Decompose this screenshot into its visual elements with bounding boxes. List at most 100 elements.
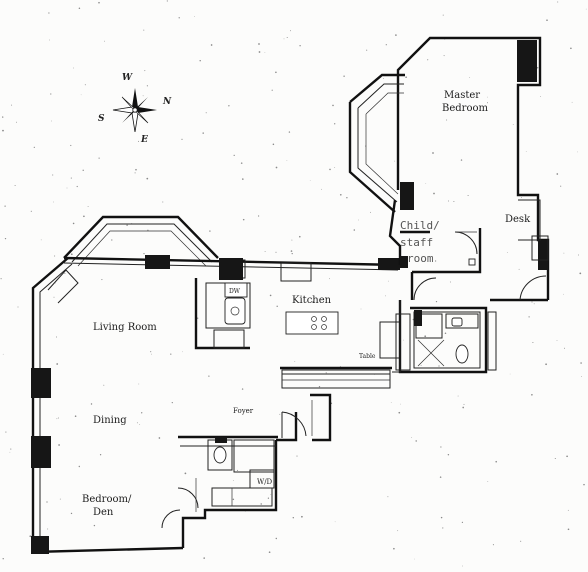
child-staff-room-label-line1: Child/ xyxy=(400,219,440,232)
speckle xyxy=(403,339,404,341)
speckle xyxy=(236,469,239,471)
speckle xyxy=(136,422,138,424)
speckle xyxy=(290,30,291,32)
speckle xyxy=(5,431,7,433)
speckle xyxy=(286,160,288,161)
speckle xyxy=(70,177,72,179)
speckle xyxy=(512,124,514,125)
speckle xyxy=(202,132,204,134)
speckle xyxy=(567,528,570,531)
speckle xyxy=(346,197,348,199)
speckle xyxy=(443,55,445,57)
speckle xyxy=(166,0,168,2)
speckle xyxy=(294,361,296,362)
speckle xyxy=(170,353,172,355)
speckle xyxy=(144,70,146,72)
speckle xyxy=(271,89,273,91)
speckle xyxy=(328,278,330,280)
desk-label: Desk xyxy=(505,214,531,225)
speckle xyxy=(564,347,565,349)
speckle xyxy=(461,521,464,524)
speckle xyxy=(329,168,331,171)
speckle xyxy=(54,255,56,257)
speckle xyxy=(557,1,559,3)
speckle xyxy=(139,424,141,425)
speckle xyxy=(258,51,261,53)
kitchen-label: Kitchen xyxy=(292,295,332,306)
speckle xyxy=(2,116,4,118)
master-toilet-icon xyxy=(455,344,469,364)
speckle xyxy=(209,230,211,232)
speckle xyxy=(299,235,301,238)
speckle xyxy=(397,530,399,532)
speckle xyxy=(178,17,180,19)
structural-columns xyxy=(31,255,400,554)
speckle xyxy=(492,544,494,546)
speckle xyxy=(84,84,86,86)
speckle xyxy=(4,237,7,240)
speckle xyxy=(58,444,60,446)
speckle xyxy=(2,353,4,355)
speckle xyxy=(233,154,235,157)
speckle xyxy=(585,8,587,10)
master-wing-walls xyxy=(348,36,550,374)
speckle xyxy=(521,196,522,198)
speckle xyxy=(321,188,322,190)
speckle xyxy=(283,38,285,40)
speckle xyxy=(17,306,19,308)
speckle xyxy=(531,393,533,396)
speckle xyxy=(449,281,451,283)
speckle xyxy=(506,252,508,253)
speckle xyxy=(134,172,136,174)
speckle xyxy=(145,137,148,139)
speckle xyxy=(210,44,213,46)
speckle xyxy=(486,102,489,104)
speckle xyxy=(291,252,293,255)
speckle xyxy=(83,215,85,218)
speckle xyxy=(462,406,465,409)
speckle xyxy=(111,239,113,241)
speckle xyxy=(433,192,435,195)
speckle xyxy=(288,131,291,133)
speckle xyxy=(242,218,245,221)
child-staff-room-label-line3: room xyxy=(407,252,434,265)
speckle xyxy=(49,39,51,41)
speckle xyxy=(276,305,278,308)
speckle xyxy=(264,52,266,53)
speckle xyxy=(72,67,74,69)
speckle xyxy=(301,515,303,518)
speckle xyxy=(268,551,271,554)
speckle xyxy=(197,317,199,319)
speckle xyxy=(66,187,68,189)
child-staff-room-label-line2: staff xyxy=(400,236,433,249)
speckle xyxy=(398,411,401,414)
speckle xyxy=(240,162,243,164)
living-room-label: Living Room xyxy=(93,322,157,333)
speckle xyxy=(137,140,140,142)
speckle xyxy=(296,455,298,457)
table xyxy=(379,321,401,359)
speckle xyxy=(90,403,93,405)
speckle xyxy=(554,457,556,460)
speckle xyxy=(571,101,573,103)
speckle xyxy=(580,362,582,364)
dishwasher xyxy=(224,282,248,298)
speckle xyxy=(138,383,140,385)
speckle xyxy=(566,455,568,458)
speckle xyxy=(52,174,54,176)
speckle xyxy=(275,537,278,540)
speckle xyxy=(143,253,145,255)
speckle xyxy=(532,341,534,344)
speckle xyxy=(525,151,527,153)
speckle xyxy=(556,173,559,175)
master-bedroom-label-line2: Bedroom xyxy=(442,103,488,114)
speckle xyxy=(540,96,541,98)
speckle xyxy=(318,385,321,388)
speckle xyxy=(151,353,152,355)
speckle xyxy=(70,144,72,147)
speckle xyxy=(394,160,396,162)
speckle xyxy=(267,497,270,499)
speckle xyxy=(56,363,59,365)
